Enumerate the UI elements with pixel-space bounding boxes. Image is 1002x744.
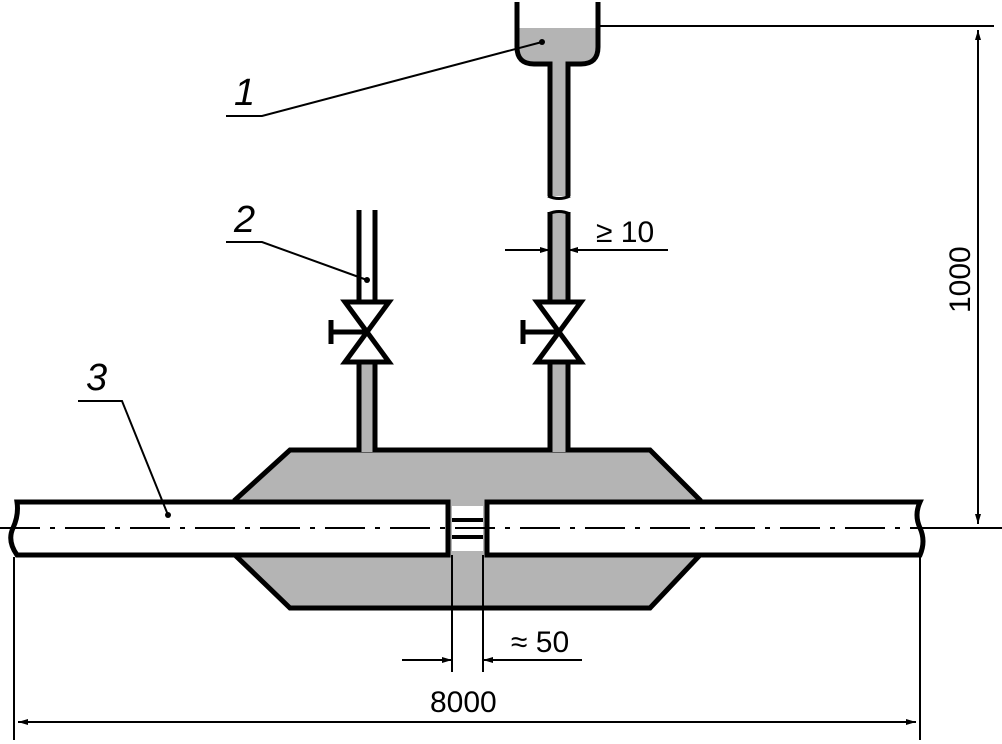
valve-icon bbox=[520, 299, 586, 365]
callout-2: 2 bbox=[226, 199, 370, 283]
dimension-height bbox=[598, 25, 994, 529]
dimension-gap bbox=[402, 555, 582, 672]
dimension-label-length: 8000 bbox=[430, 686, 497, 719]
callout-3: 3 bbox=[78, 357, 171, 518]
right-riser-lower bbox=[547, 362, 571, 452]
right-riser-upper bbox=[547, 210, 571, 302]
dimension-label-tube-width: ≥ 10 bbox=[596, 216, 654, 249]
left-riser bbox=[356, 210, 378, 452]
dimension-label-height: 1000 bbox=[944, 246, 977, 313]
callout-1: 1 bbox=[226, 39, 545, 117]
dimension-length bbox=[13, 557, 921, 740]
callout-label-1: 1 bbox=[234, 72, 255, 114]
vessel bbox=[514, 2, 601, 200]
callout-label-2: 2 bbox=[233, 199, 255, 241]
callout-label-3: 3 bbox=[86, 357, 107, 399]
dimension-label-gap: ≈ 50 bbox=[511, 626, 569, 659]
valve-icon bbox=[328, 299, 394, 365]
